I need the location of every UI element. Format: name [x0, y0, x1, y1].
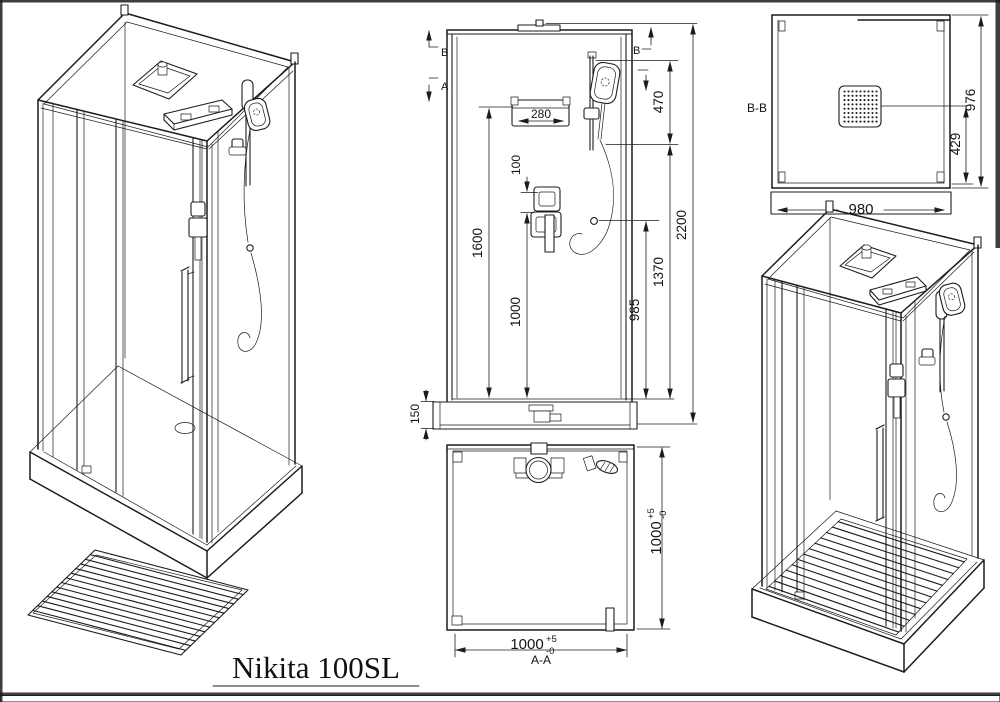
shower-column	[569, 51, 621, 255]
front-elevation-view: 280	[408, 19, 698, 441]
dim-mixer-height: 1000	[508, 297, 523, 327]
shower-tray	[751, 510, 985, 673]
door-roller-fixture	[582, 455, 619, 474]
dim-shelf-height: 1600	[470, 228, 485, 258]
dim-total-height: 2200	[674, 210, 689, 240]
section-label-bb: B-B	[747, 101, 767, 115]
hand-shower-head-icon	[938, 282, 966, 316]
door-handle[interactable]	[180, 266, 195, 384]
hand-shower-head-icon	[589, 61, 621, 105]
dim-outlet-to-mixer: 100	[509, 155, 523, 175]
rain-shower-plate	[132, 60, 198, 100]
mixer-faucet	[188, 201, 208, 261]
dim-tray-height: 150	[408, 404, 422, 424]
door-handle[interactable]	[875, 424, 885, 522]
marker-b-right: B	[633, 45, 640, 57]
section-label-aa: A-A	[531, 653, 551, 667]
shower-tray	[29, 365, 303, 579]
dim-plan-depth-tol-minus: -0	[658, 511, 669, 519]
corner-shelf	[869, 276, 927, 306]
door-roller	[81, 465, 92, 474]
dim-bb-head-offset: 429	[948, 133, 963, 156]
dim-plan-width-tol-minus: -0	[546, 646, 554, 657]
section-markers: B A B	[426, 27, 654, 102]
mixer-faucet	[887, 363, 906, 419]
plan-section-aa-view: 1000 +5 -0 A-A 1000 +5 -0	[446, 442, 671, 667]
dim-hose-outlet-height: 985	[627, 299, 642, 322]
dim-plan-depth-tol-plus: +5	[646, 508, 657, 519]
plan-section-bb-view: B-B 980 976 429	[747, 14, 989, 218]
marker-b-left: B	[441, 47, 448, 59]
hand-shower-head-icon	[243, 97, 271, 132]
dim-shelf-width: 280	[531, 107, 551, 121]
dim-plan-width-tol-plus: +5	[546, 634, 557, 645]
drain-assembly	[513, 442, 565, 484]
plan-door-handle	[605, 607, 615, 632]
rain-shower-plate	[839, 244, 897, 279]
dim-bb-depth: 976	[963, 89, 978, 112]
dim-bb-width: 980	[848, 201, 873, 218]
duckboard-mat	[27, 549, 249, 656]
dim-plan-depth: 1000	[648, 521, 665, 554]
elevation-dimensions: 2200 470 1370 985 1600 100 1000	[408, 23, 698, 441]
drain-hole	[174, 422, 196, 434]
tray-section	[432, 401, 638, 430]
duckboard-floor	[768, 521, 965, 633]
mixer-valve	[530, 211, 562, 253]
hand-shower-set	[228, 79, 271, 352]
shelf-detail	[510, 96, 571, 127]
dim-head-to-rail-top: 470	[651, 91, 666, 114]
product-title: Nikita 100SL	[232, 650, 400, 685]
marker-a-left: A	[441, 81, 449, 93]
right-isometric-view	[751, 200, 985, 673]
left-isometric-view	[27, 4, 303, 656]
rain-shower-head-icon	[838, 85, 882, 128]
drawing-title-block: Nikita 100SL	[212, 650, 420, 687]
overhead-outlet	[533, 186, 561, 212]
corner-shelf	[163, 99, 233, 131]
aa-dimensions: 1000 +5 -0 A-A 1000 +5 -0	[454, 446, 671, 667]
dim-rail-to-tray: 1370	[651, 257, 666, 287]
dim-plan-width: 1000	[510, 636, 543, 653]
hand-shower-set	[918, 282, 966, 512]
